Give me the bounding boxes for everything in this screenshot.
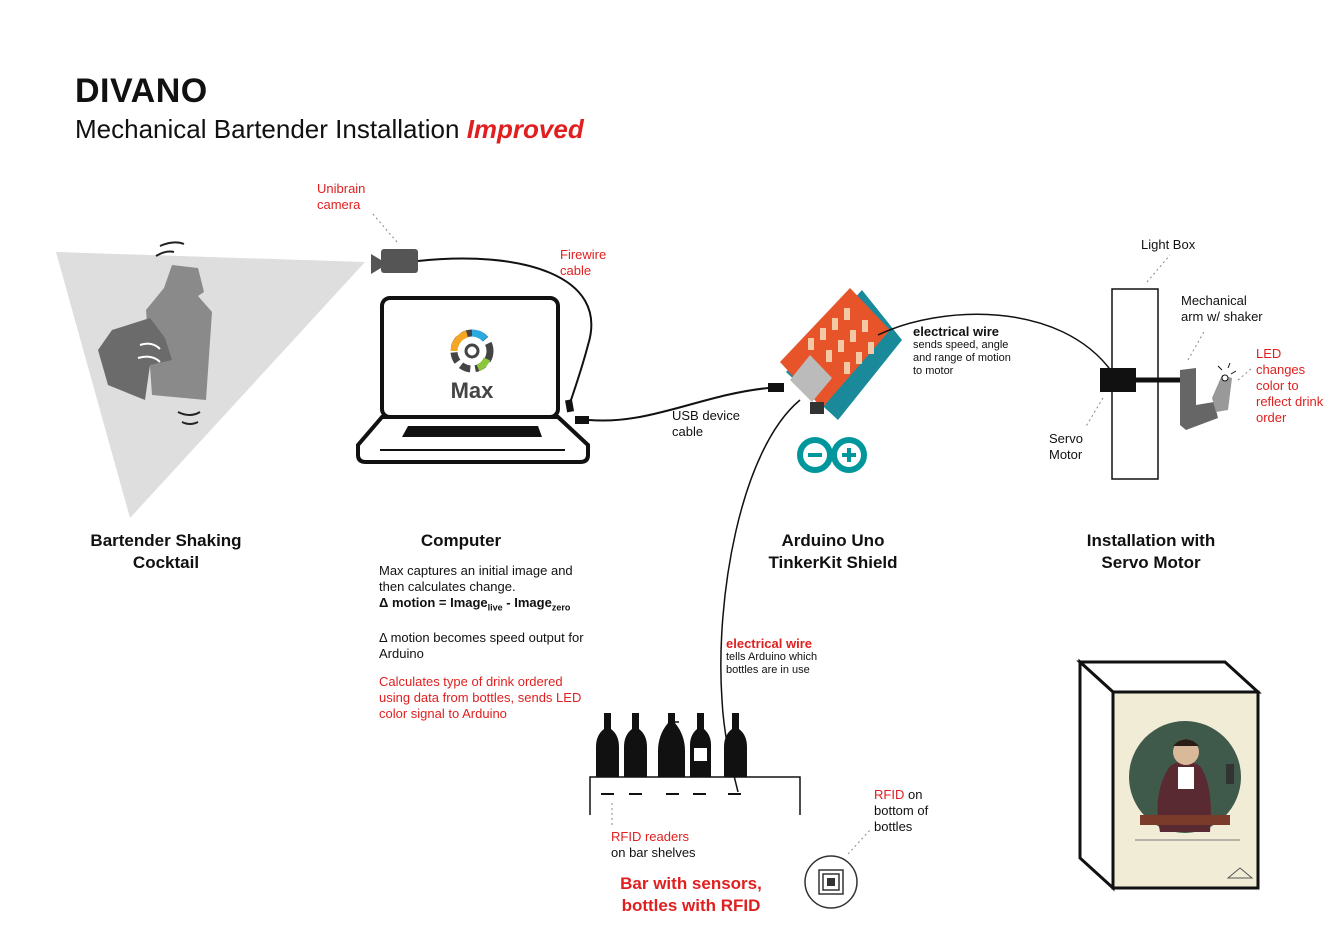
formula-prefix: Δ motion = Image bbox=[379, 595, 488, 610]
servo-wire-label-text: sends speed, angle and range of motion t… bbox=[913, 339, 1011, 377]
arduino-title-line1: Arduino Uno bbox=[781, 531, 885, 550]
rfid-readers-label-title: RFID readers bbox=[611, 829, 690, 844]
subtitle-accent: Improved bbox=[466, 114, 584, 144]
usb-plug-right-icon bbox=[768, 383, 784, 392]
max-logo-text: Max bbox=[451, 378, 495, 403]
servo-wire-label-title: electrical wire bbox=[913, 324, 999, 339]
rfid-bottom-label: RFID on bottom of bottles bbox=[874, 787, 944, 835]
rfid-bottom-label-red: RFID bbox=[874, 787, 905, 802]
installation-title-line1: Installation with bbox=[1086, 531, 1216, 550]
servo-motor-label: Servo Motor bbox=[1049, 431, 1083, 462]
formula-sub-zero: zero bbox=[551, 602, 571, 613]
mechanical-arm-icon bbox=[1180, 362, 1237, 430]
computer-desc-p2: Δ motion becomes speed output for Arduin… bbox=[379, 629, 584, 661]
usb-cable bbox=[588, 387, 769, 422]
arduino-board-icon bbox=[780, 288, 902, 420]
rfid-bottom-label-on: on bbox=[907, 787, 923, 802]
led-label: LED changes color to reflect drink order bbox=[1256, 346, 1324, 425]
rfid-bottom-label-text: bottom of bottles bbox=[874, 803, 929, 834]
servo-wire-label: electrical wire sends speed, angle and r… bbox=[913, 324, 1023, 378]
subtitle-main: Mechanical Bartender Installation bbox=[75, 114, 460, 144]
bartender-section-title: Bartender Shaking Cocktail bbox=[90, 531, 242, 572]
camera-label: Unibrain camera bbox=[317, 181, 366, 212]
bar-title-line1: Bar with sensors, bbox=[620, 874, 762, 893]
lightbox-illustration bbox=[1076, 658, 1262, 892]
arm-callout-line bbox=[1187, 329, 1206, 361]
camera-callout-line bbox=[371, 212, 398, 243]
installation-title-line2: Servo Motor bbox=[1101, 553, 1201, 572]
formula-sub-live: live bbox=[487, 602, 503, 613]
camera-icon bbox=[371, 249, 418, 274]
servo-callout-line bbox=[1084, 397, 1104, 429]
max-logo-icon bbox=[450, 329, 494, 373]
mechanical-arm-label: Mechanical arm w/ shaker bbox=[1181, 293, 1263, 324]
page-subtitle: Mechanical Bartender Installation Improv… bbox=[75, 114, 584, 145]
arduino-title-line2: TinkerKit Shield bbox=[768, 553, 898, 572]
bar-title-line2: bottles with RFID bbox=[621, 896, 761, 915]
led-callout-line bbox=[1237, 367, 1253, 381]
firewire-label: Firewire cable bbox=[560, 247, 607, 278]
installation-section-title: Installation with Servo Motor bbox=[1066, 530, 1236, 574]
light-box-callout-line bbox=[1146, 254, 1171, 283]
rfid-tag-callout-line bbox=[847, 829, 871, 855]
firewire-cable bbox=[417, 257, 593, 404]
rfid-readers-label: RFID readers on bar shelves bbox=[611, 829, 721, 861]
light-box-label: Light Box bbox=[1141, 237, 1196, 252]
bar-wire-label-title: electrical wire bbox=[726, 636, 812, 651]
firewire-plug-icon bbox=[565, 399, 575, 413]
page-title: DIVANO bbox=[75, 72, 208, 110]
bar-wire-label: electrical wire tells Arduino which bott… bbox=[726, 636, 836, 677]
formula-mid: - Image bbox=[502, 595, 552, 610]
cocktail-shaker-icon bbox=[98, 241, 212, 425]
computer-section-title: Computer bbox=[420, 531, 502, 550]
computer-description: Max captures an initial image and then c… bbox=[379, 563, 584, 722]
arduino-section-title: Arduino Uno TinkerKit Shield bbox=[753, 530, 913, 574]
bar-shelf bbox=[589, 776, 801, 815]
servo-motor-icon bbox=[1100, 368, 1136, 392]
usb-plug-left-icon bbox=[575, 416, 589, 424]
bar-wire-label-text: tells Arduino which bottles are in use bbox=[726, 651, 818, 676]
computer-desc-p1: Max captures an initial image and then c… bbox=[379, 563, 573, 594]
bar-section-title: Bar with sensors, bottles with RFID bbox=[600, 873, 782, 917]
computer-desc-p3: Calculates type of drink ordered using d… bbox=[379, 673, 582, 721]
rfid-tag-icon bbox=[804, 855, 858, 909]
motion-formula: Δ motion = Imagelive - Imagezero bbox=[379, 595, 584, 616]
arduino-logo-icon bbox=[797, 437, 867, 473]
camera-view-cone bbox=[56, 252, 365, 518]
usb-label: USB device cable bbox=[672, 408, 740, 439]
rfid-readers-label-text: on bar shelves bbox=[611, 845, 696, 860]
servo-electrical-wire bbox=[877, 313, 1113, 373]
laptop-icon bbox=[356, 296, 590, 464]
bottles-icon bbox=[596, 713, 747, 777]
